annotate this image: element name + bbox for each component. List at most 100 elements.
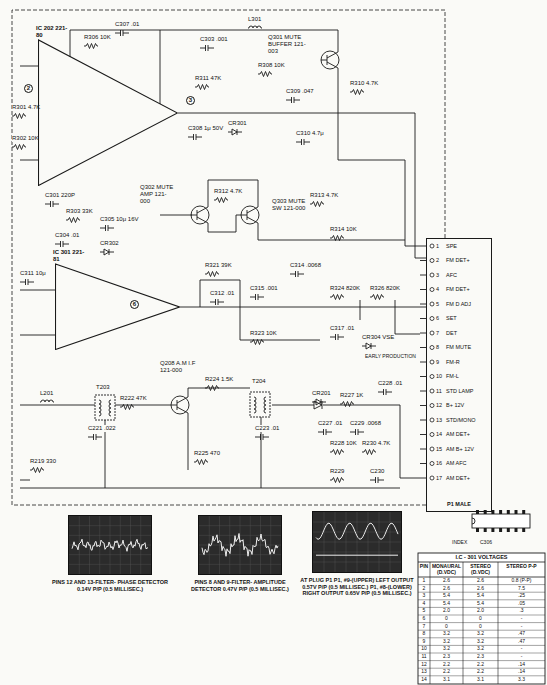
- table-cell: 2.2: [430, 662, 463, 668]
- wire: [20, 405, 95, 406]
- graticule-line: [69, 535, 151, 536]
- component-symbol: [330, 450, 344, 455]
- pin-terminal: [430, 331, 434, 335]
- oscilloscope-trace: [199, 516, 281, 574]
- transistor-symbol: [171, 396, 189, 414]
- wire: [160, 30, 161, 104]
- package-pin: [476, 510, 479, 514]
- resistor-symbol: [195, 85, 209, 90]
- ic-label: IC 202 221-80: [36, 25, 68, 39]
- table-cell: -: [498, 616, 545, 622]
- component-label: C308 1μ 50V: [188, 125, 223, 132]
- table-cell: 2.2: [430, 669, 463, 675]
- resistor-symbol: [12, 145, 26, 150]
- package-pin: [499, 510, 502, 514]
- table-header: STEREO (D.VDC): [463, 564, 498, 576]
- component-symbol: [195, 85, 209, 90]
- capacitor-symbol: [378, 389, 392, 395]
- wire: [160, 215, 192, 216]
- waveform: [72, 539, 148, 551]
- dashed-board-outline: [12, 10, 445, 505]
- component-symbol: [290, 271, 304, 277]
- coil-winding: [99, 404, 111, 408]
- package-pin: [515, 510, 518, 514]
- component-label: C317 .01: [330, 325, 354, 332]
- component-symbol: [115, 30, 129, 36]
- pin-number: 14: [436, 431, 442, 437]
- table-cell: 2.6: [463, 586, 498, 592]
- diode-symbol: [228, 129, 242, 135]
- component-symbol: [250, 294, 264, 300]
- graticule-line: [313, 542, 401, 543]
- table-cell: 11: [418, 654, 430, 660]
- table-cell: 0: [463, 616, 498, 622]
- pin-name: STD/MONO: [446, 417, 476, 423]
- wire: [395, 300, 420, 334]
- package-pin: [484, 528, 487, 532]
- capacitor-symbol: [188, 134, 202, 140]
- wire: [20, 66, 38, 67]
- wire: [240, 340, 320, 341]
- photo-caption: AT PLUG P1 P1, #9-(UPPER) LEFT OUTPUT 0.…: [298, 577, 416, 597]
- component-symbol: [318, 429, 332, 435]
- schematic-stroke: [418, 553, 545, 684]
- pin-name: FM DET+: [446, 257, 470, 263]
- pin-terminal: [430, 389, 434, 393]
- component-label: C223 .01: [255, 425, 279, 432]
- component-symbol: [120, 405, 134, 410]
- coil-winding: [99, 408, 111, 412]
- resistor-symbol: [30, 468, 44, 473]
- ic-package-icon: [472, 510, 530, 532]
- table-cell: 2: [418, 586, 430, 592]
- scope-screen: [198, 515, 282, 575]
- component-label: C228 .01: [378, 380, 402, 387]
- component-symbol: [205, 272, 219, 277]
- pin-number: 17: [436, 475, 442, 481]
- package-pin: [522, 528, 525, 532]
- resistor-symbol: [330, 295, 344, 300]
- package-pin: [499, 528, 502, 532]
- oscilloscope-trace: [69, 516, 151, 574]
- component-symbol: [12, 145, 26, 150]
- capacitor-symbol: [200, 45, 214, 51]
- graticule-line: [313, 562, 401, 563]
- package-pin: [491, 528, 494, 532]
- component-label: R303 33K: [66, 208, 93, 215]
- table-cell: 5: [418, 608, 430, 614]
- component-symbol: [362, 343, 376, 349]
- table-cell: 2.0: [430, 608, 463, 614]
- schematic-stroke: [241, 206, 259, 224]
- pin-number: 9: [436, 359, 439, 365]
- table-cell: 7: [418, 624, 430, 630]
- pin-name: B+ 12V: [446, 402, 464, 408]
- package-pin: [476, 528, 479, 532]
- pin-number: 15: [436, 446, 442, 452]
- oscilloscope-trace: [313, 512, 401, 572]
- component-symbol: [330, 478, 344, 483]
- ic-label: IC 301 221-81: [53, 249, 85, 263]
- component-symbol: [255, 434, 269, 440]
- table-cell: 3.3: [498, 677, 545, 683]
- table-header: STEREO P-P: [498, 564, 545, 570]
- component-label: C305 10μ 16V: [100, 216, 138, 223]
- ic-triangle: [38, 26, 178, 186]
- component-label: C307 .01: [115, 21, 139, 28]
- photo-caption: PINS 8 AND 9-FILTER- AMPLITUDE DETECTOR …: [180, 579, 300, 592]
- diode-symbol: [312, 399, 326, 405]
- resistor-symbol: [330, 450, 344, 455]
- resistor-symbol: [205, 386, 219, 391]
- transistor-label: Q303 MUTE SW 121-000: [272, 198, 306, 212]
- capacitor-symbol: [20, 279, 34, 285]
- graticule-line: [313, 532, 401, 533]
- component-label: R227 1K: [340, 392, 363, 399]
- pin-name: DET: [446, 330, 457, 336]
- table-cell: 5.4: [463, 601, 498, 607]
- component-label: C304 .01: [55, 232, 79, 239]
- wire: [188, 388, 250, 397]
- table-cell: 3.2: [430, 646, 463, 652]
- resistor-symbol: [120, 405, 134, 410]
- component-label: L201: [40, 390, 53, 397]
- pin-number: 2: [436, 257, 439, 263]
- table-cell: 3.2: [463, 631, 498, 637]
- transformer-symbol: [250, 392, 270, 417]
